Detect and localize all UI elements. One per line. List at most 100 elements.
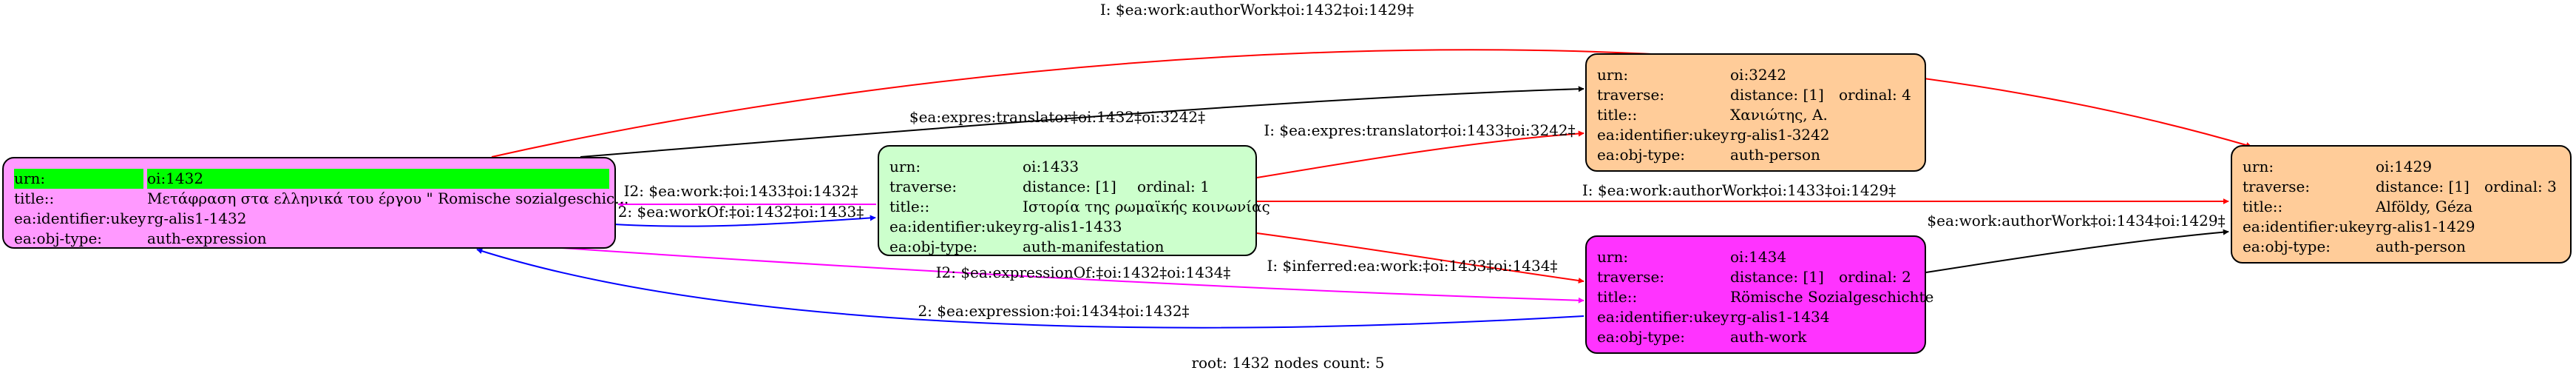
node-row-urn: urn: oi:1434: [1597, 247, 1925, 267]
node-oi-1432[interactable]: urn:oi:1432 title::Μετάφραση στα ελληνικ…: [2, 157, 628, 249]
title-value: Alföldy, Géza: [2376, 198, 2473, 215]
urn-key: urn:: [14, 169, 143, 189]
urn-value: oi:1433: [1023, 158, 1079, 175]
ukey-key: ea:identifier:ukey: [889, 218, 1022, 235]
edge-workof-1432-1433: [613, 215, 876, 227]
ordinal-value: ordinal: 4: [1839, 86, 1911, 104]
title-value: Μετάφραση στα ελληνικά του έργου " Romis…: [147, 190, 629, 207]
title-key: title::: [1597, 288, 1638, 306]
node-oi-1434[interactable]: urn: oi:1434 traverse: distance: [1] ordina…: [1585, 235, 1933, 354]
traverse-key: traverse:: [1597, 268, 1665, 286]
edge-label-expression-1434-1432: 2: $ea:expression:‡oi:1434‡oi:1432‡: [918, 302, 1189, 320]
title-value: Ιστορία της ρωμαϊκής κοινωνίας: [1023, 198, 1270, 215]
title-key: title::: [889, 198, 930, 215]
distance-value: distance: [1]: [1023, 178, 1116, 195]
node-row-traverse: traverse: distance: [1] ordinal: 2: [1597, 267, 1925, 287]
urn-key: urn:: [889, 158, 921, 175]
title-key: title::: [14, 190, 55, 207]
distance-value: distance: [1]: [2376, 178, 2470, 195]
ukey-key: ea:identifier:ukey: [2243, 218, 2375, 235]
urn-value: oi:1434: [1730, 248, 1787, 266]
traverse-key: traverse:: [1597, 86, 1665, 104]
title-value: Χανιώτης, Α.: [1730, 106, 1828, 124]
edge-label-inferred-1433-1434: I: $inferred:ea:work:‡oi:1433‡oi:1434‡: [1267, 257, 1558, 275]
node-row-title: title::Römische Sozialgeschichte: [1597, 287, 1933, 307]
node-row-urn: urn: oi:3242: [1597, 65, 1925, 85]
node-row-traverse: traverse: distance: [1] ordinal: 3: [2243, 177, 2570, 197]
type-value: auth-manifestation: [1023, 238, 1165, 255]
type-key: ea:obj-type:: [14, 229, 103, 247]
node-row-traverse: traverse: distance: [1] ordinal: 4: [1597, 85, 1925, 105]
edge-authorwork-1434-1429: [1925, 229, 2229, 273]
edge-authorwork-1432-1429: [491, 49, 2252, 158]
ukey-key: ea:identifier:ukey: [14, 209, 146, 227]
node-row-type: ea:obj-type: auth-manifestation: [889, 237, 1255, 257]
node-row-title: title::Χανιώτης, Α.: [1597, 105, 1925, 125]
node-row-type: ea:obj-type: auth-person: [2243, 237, 2570, 257]
distance-value: distance: [1]: [1730, 268, 1824, 286]
node-row-urn: urn:oi:1432: [14, 169, 614, 189]
ukey-key: ea:identifier:ukey: [1597, 126, 1729, 144]
ukey-value: rg-alis1-1433: [1023, 218, 1122, 235]
node-row-urn: urn: oi:1433: [889, 157, 1255, 177]
urn-key: urn:: [1597, 66, 1629, 84]
edge-inferred-1433-1434: [1256, 232, 1584, 284]
edge-label-authorwork-1434-1429: $ea:work:authorWork‡oi:1434‡oi:1429‡: [1927, 212, 2225, 229]
type-key: ea:obj-type:: [1597, 146, 1686, 164]
urn-value: oi:1429: [2376, 158, 2433, 175]
type-key: ea:obj-type:: [2243, 238, 2331, 255]
ordinal-value: ordinal: 3: [2484, 178, 2557, 195]
edge-label-authorwork-1433-1429: I: $ea:work:authorWork‡oi:1433‡oi:1429‡: [1582, 181, 1896, 199]
distance-value: distance: [1]: [1730, 86, 1824, 104]
node-row-title: title::Alföldy, Géza: [2243, 197, 2570, 217]
node-row-traverse: traverse: distance: [1] ordinal: 1: [889, 177, 1255, 197]
urn-key: urn:: [1597, 248, 1629, 266]
edge-expression-1434-1432: [476, 248, 1584, 329]
node-oi-3242[interactable]: urn: oi:3242 traverse: distance: [1] ordina…: [1585, 53, 1926, 172]
edge-translator-1433-3242: [1256, 130, 1584, 178]
urn-value: oi:3242: [1730, 66, 1787, 84]
traverse-key: traverse:: [2243, 178, 2311, 195]
ukey-value: rg-alis1-1432: [147, 209, 247, 227]
node-row-type: ea:obj-type: auth-work: [1597, 327, 1925, 347]
type-value: auth-person: [1730, 146, 1820, 164]
node-row-title: title::Ιστορία της ρωμαϊκής κοινωνίας: [889, 197, 1270, 217]
edge-label-translator-1432-3242: $ea:expres:translator‡oi:1432‡oi:3242‡: [909, 108, 1205, 126]
edge-expressionof-1432-1434: [561, 247, 1584, 303]
title-key: title::: [1597, 106, 1638, 124]
graph-footer: root: 1432 nodes count: 5: [1191, 354, 1385, 372]
type-key: ea:obj-type:: [1597, 328, 1686, 346]
node-row-urn: urn: oi:1429: [2243, 157, 2570, 177]
edge-label-workof-1432-1433: 2: $ea:workOf:‡oi:1432‡oi:1433‡: [618, 203, 864, 221]
urn-key: urn:: [2243, 158, 2274, 175]
ordinal-value: ordinal: 1: [1137, 178, 1210, 195]
node-row-type: ea:obj-type: auth-person: [1597, 145, 1925, 165]
edge-label-work-1433-1432: I2: $ea:work:‡oi:1433‡oi:1432‡: [624, 182, 858, 200]
ukey-key: ea:identifier:ukey: [1597, 308, 1729, 326]
edge-label-authorwork-1432-1429: I: $ea:work:authorWork‡oi:1432‡oi:1429‡: [1100, 1, 1414, 19]
ukey-value: rg-alis1-1429: [2376, 218, 2475, 235]
ukey-value: rg-alis1-1434: [1730, 308, 1830, 326]
urn-value: oi:1432: [147, 169, 609, 189]
node-oi-1429[interactable]: urn: oi:1429 traverse: distance: [1] ordina…: [2231, 145, 2572, 264]
title-key: title::: [2243, 198, 2283, 215]
edge-label-translator-1433-3242: I: $ea:expres:translator‡oi:1433‡oi:3242…: [1264, 121, 1575, 139]
node-row-title: title::Μετάφραση στα ελληνικά του έργου …: [14, 189, 628, 209]
edge-translator-1432-3242: [580, 86, 1584, 158]
type-value: auth-work: [1730, 328, 1807, 346]
traverse-key: traverse:: [889, 178, 957, 195]
type-key: ea:obj-type:: [889, 238, 978, 255]
node-row-type: ea:obj-type:auth-expression: [14, 229, 614, 249]
ukey-value: rg-alis1-3242: [1730, 126, 1830, 144]
edge-label-expressionof-1432-1434: I2: $ea:expressionOf:‡oi:1432‡oi:1434‡: [936, 264, 1231, 281]
ordinal-value: ordinal: 2: [1839, 268, 1911, 286]
title-value: Römische Sozialgeschichte: [1730, 288, 1934, 306]
type-value: auth-person: [2376, 238, 2466, 255]
node-oi-1433[interactable]: urn: oi:1433 traverse: distance: [1] ordina…: [878, 145, 1270, 257]
